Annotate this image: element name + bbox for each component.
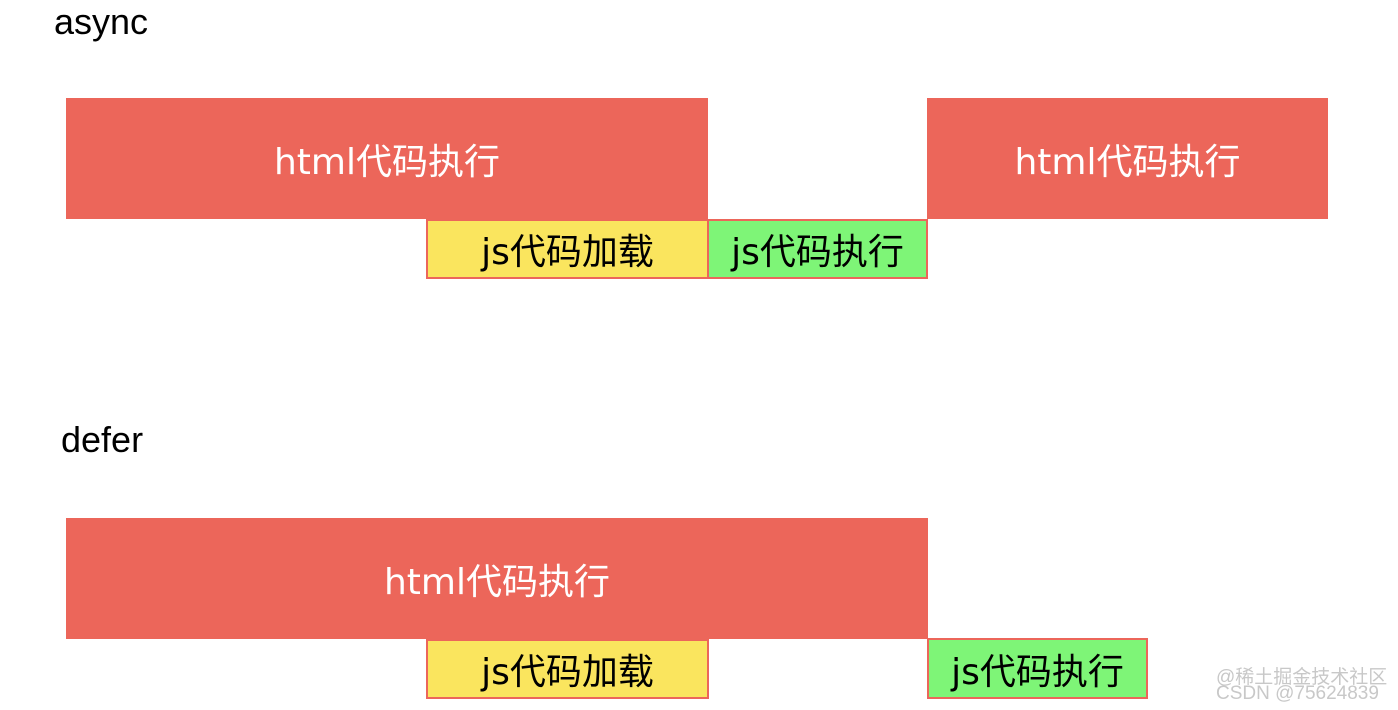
async-html-exec-block-2: html代码执行 <box>927 98 1328 219</box>
async-js-load-block: js代码加载 <box>426 219 709 279</box>
watermark-juejin: @稀土掘金技术社区 <box>1216 667 1388 688</box>
async-title: async <box>54 1 149 42</box>
async-js-exec-block: js代码执行 <box>707 219 928 279</box>
defer-js-exec-block: js代码执行 <box>927 638 1148 699</box>
async-html-exec-block-1: html代码执行 <box>66 98 708 219</box>
defer-title: defer <box>61 419 144 460</box>
defer-js-load-block: js代码加载 <box>426 639 709 699</box>
watermark-csdn: CSDN @75624839 <box>1216 683 1379 704</box>
defer-html-exec-block: html代码执行 <box>66 518 928 639</box>
